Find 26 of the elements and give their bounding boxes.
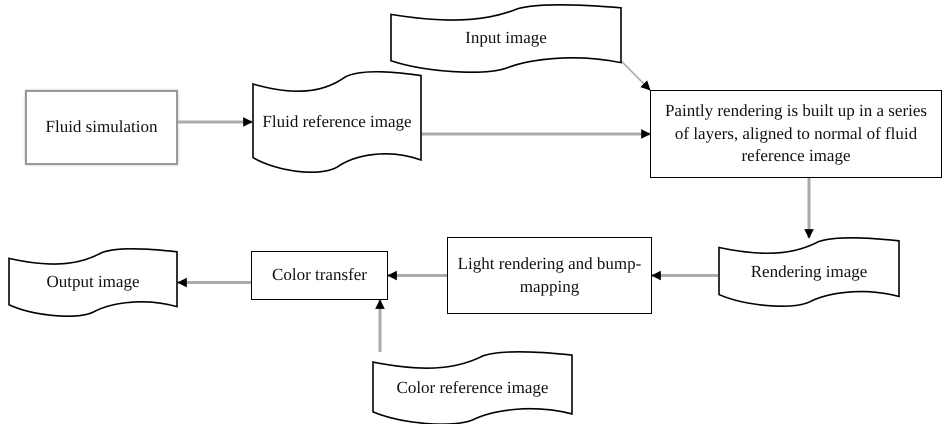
process-box [447, 237, 652, 314]
node-label: Fluid reference image [262, 110, 412, 133]
process-box [251, 251, 388, 300]
arrow [804, 178, 814, 239]
arrow [178, 117, 253, 127]
node-label: Input image [465, 27, 547, 50]
node-label: Output image [46, 271, 140, 294]
document-shape [8, 249, 178, 316]
arrow [422, 129, 651, 139]
arrow [387, 270, 447, 280]
document-shape [390, 5, 622, 72]
node-label: Rendering image [750, 260, 868, 283]
process-box [25, 90, 178, 165]
node-label: Light rendering and bump-mapping [456, 252, 642, 298]
node-label: Fluid simulation [46, 116, 158, 138]
arrow [375, 299, 385, 352]
arrow [621, 61, 651, 91]
process-box [650, 90, 942, 178]
document-shape [718, 238, 900, 306]
document-shape [252, 72, 422, 172]
node-label: Color transfer [272, 264, 367, 286]
node-label: Paintly rendering is built up in a series of layers, aligned to normal of fluid reference image [664, 100, 928, 168]
arrow [177, 278, 251, 288]
arrow [651, 270, 718, 280]
document-shape [372, 352, 573, 424]
node-label: Color reference image [396, 376, 548, 399]
